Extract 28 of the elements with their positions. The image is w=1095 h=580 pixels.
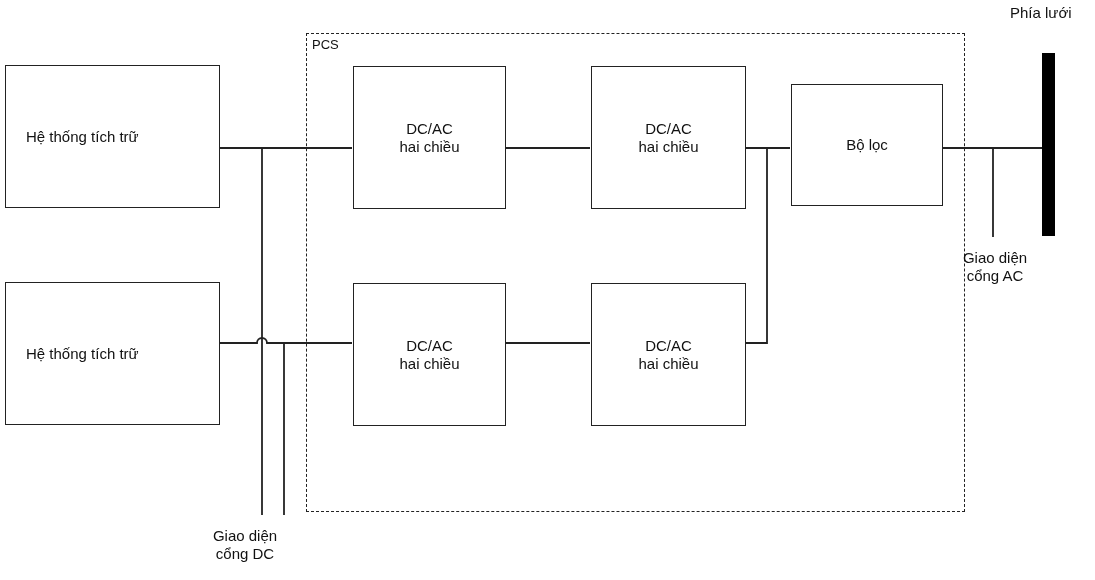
interface-label: Giao diện cổng AC: [961, 249, 1029, 286]
converter-box: [353, 66, 506, 209]
converter-box: [591, 283, 746, 426]
dashed-group-frame: [306, 33, 965, 512]
tap-line: [261, 147, 263, 516]
interface-label: Giao diện cổng DC: [211, 527, 279, 564]
group-label: PCS: [312, 36, 339, 54]
box-label: Hệ thống tích trữ: [26, 344, 139, 363]
connection-line: [744, 147, 791, 344]
storage-box: [5, 65, 220, 208]
box-label: DC/AC hai chiều: [637, 336, 700, 373]
converter-box: [353, 283, 506, 426]
connection-line: [504, 342, 591, 344]
grid-side-label: Phía lưới: [1010, 4, 1072, 22]
box-label: Hệ thống tích trữ: [26, 127, 139, 146]
connection-line: [504, 147, 591, 149]
box-label: DC/AC hai chiều: [398, 336, 461, 373]
connection-line: [941, 147, 1043, 149]
box-label: DC/AC hai chiều: [398, 119, 461, 156]
converter-box: [591, 66, 746, 209]
box-label: Bộ lọc: [846, 136, 888, 154]
filter-box: [791, 84, 943, 206]
tap-line: [992, 147, 994, 238]
connection-line: [219, 337, 353, 344]
connection-line: [219, 147, 353, 149]
storage-box: [5, 282, 220, 425]
box-label: DC/AC hai chiều: [637, 119, 700, 156]
tap-line: [283, 342, 285, 516]
